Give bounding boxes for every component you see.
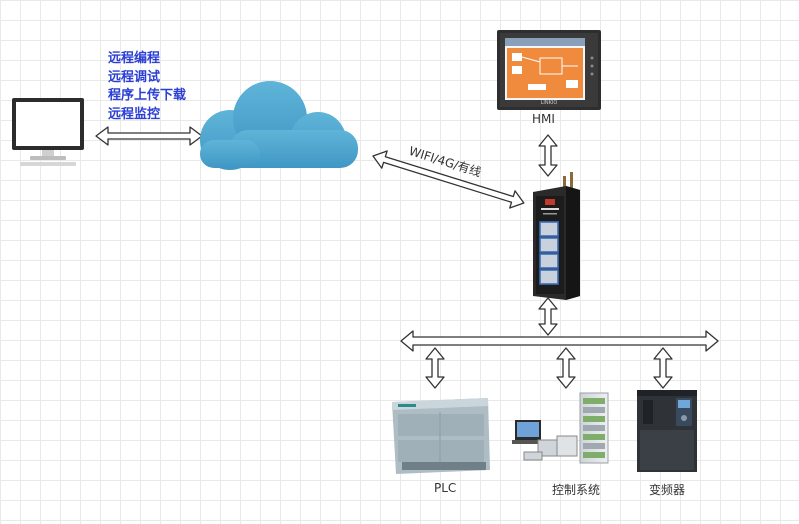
arrow-bus-control: [556, 347, 576, 389]
hmi-device: [497, 30, 601, 110]
remote-functions-list: 远程编程 远程调试 程序上传下载 远程监控: [108, 50, 186, 124]
function-remote-debugging: 远程调试: [108, 69, 161, 85]
field-bus-arrow: [400, 330, 719, 352]
gateway-device: [533, 172, 580, 300]
hmi-label: HMI: [532, 112, 555, 126]
arrow-gateway-bus: [538, 297, 558, 336]
arrow-computer-cloud: [95, 126, 203, 146]
arrow-bus-plc: [425, 347, 445, 389]
computer-icon: [12, 98, 84, 166]
plc-device: [392, 398, 490, 474]
control-system-label: 控制系统: [552, 483, 601, 497]
arrow-bus-inverter: [653, 347, 673, 389]
control-system-device: [512, 392, 609, 464]
arrow-cloud-gateway: [372, 150, 525, 209]
inverter-label: 变频器: [649, 483, 686, 497]
plc-label: PLC: [434, 481, 457, 495]
function-program-upload-download: 程序上传下载: [108, 88, 187, 103]
cloud-icon: [200, 81, 358, 170]
hmi-brand: LINKIO: [541, 100, 558, 106]
function-remote-programming: 远程编程: [108, 51, 161, 66]
function-remote-monitoring: 远程监控: [108, 106, 161, 122]
arrow-hmi-gateway: [538, 134, 558, 177]
inverter-device: [637, 390, 697, 472]
